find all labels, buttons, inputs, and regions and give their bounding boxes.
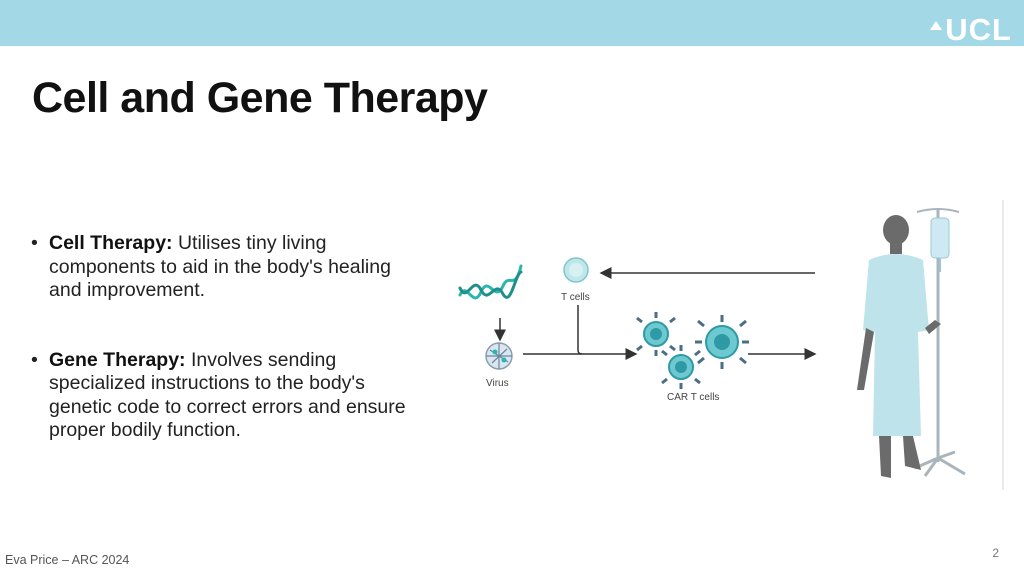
- car-t-diagram: Virus T cells CAR T cells: [458, 200, 1004, 490]
- t-cells-label: T cells: [561, 292, 590, 303]
- bullet-gene-therapy: Gene Therapy: Involves sending specializ…: [31, 349, 421, 443]
- dna-icon: [458, 264, 523, 300]
- virus-icon: [485, 342, 513, 370]
- slide-title: Cell and Gene Therapy: [32, 74, 488, 122]
- iv-stand-icon: [914, 208, 966, 477]
- arrow-t-cells-join: [577, 305, 583, 355]
- car-t-cell-icon: [695, 315, 749, 369]
- bullet-text: Utilises tiny living components to aid i…: [49, 232, 391, 301]
- t-cell-icon: [563, 257, 589, 283]
- bullet-text: Involves sending specialized instruction…: [49, 348, 406, 442]
- ucl-logo-mark: [930, 21, 943, 30]
- page-number: 2: [992, 546, 999, 560]
- bullet-list: Cell Therapy: Utilises tiny living compo…: [31, 232, 421, 489]
- header-bar: UCL: [0, 0, 1024, 46]
- car-t-cells-label: CAR T cells: [667, 392, 719, 403]
- footer-author: Eva Price – ARC 2024: [5, 553, 130, 567]
- ucl-logo: UCL: [930, 12, 1012, 47]
- virus-label: Virus: [486, 378, 509, 389]
- patient-icon: [857, 215, 941, 478]
- bullet-term: Gene Therapy:: [49, 348, 186, 371]
- car-t-cell-icon: [661, 345, 701, 389]
- car-t-cell-icon: [636, 312, 676, 356]
- bullet-term: Cell Therapy:: [49, 232, 173, 254]
- ucl-logo-text: UCL: [945, 12, 1012, 47]
- bullet-cell-therapy: Cell Therapy: Utilises tiny living compo…: [31, 232, 421, 303]
